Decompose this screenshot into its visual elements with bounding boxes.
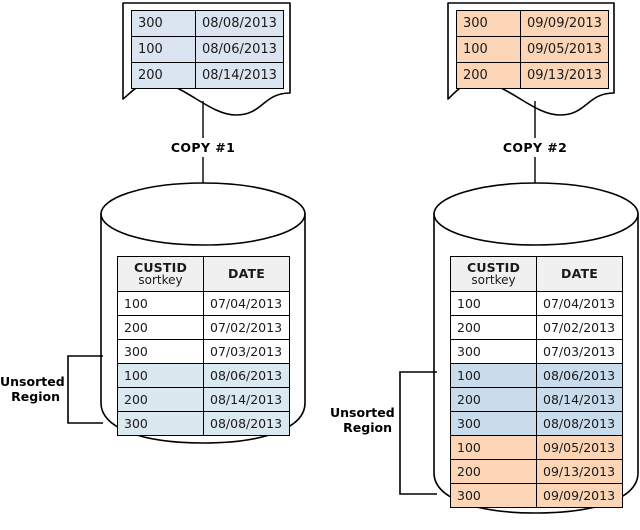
table-row: 100 09/05/2013 — [456, 36, 609, 63]
database-1-table: CUSTID sortkey DATE 100 07/04/2013 200 0… — [117, 256, 290, 436]
cell-custid: 100 — [117, 363, 204, 388]
cell-date: 07/03/2013 — [536, 339, 623, 364]
column-header-custid-main: CUSTID — [133, 260, 188, 276]
cell-date: 09/09/2013 — [520, 10, 609, 37]
cell-date: 07/03/2013 — [203, 339, 290, 364]
cell-custid: 100 — [117, 291, 204, 316]
copy2-label: COPY #2 — [502, 140, 568, 155]
table-row: 200 07/02/2013 — [117, 315, 290, 340]
cell-date: 09/13/2013 — [520, 62, 609, 89]
table-row: 100 07/04/2013 — [117, 291, 290, 316]
unsorted-region-label-2: Unsorted Region — [330, 405, 395, 435]
column-header-custid-main: CUSTID — [466, 260, 521, 276]
table-header-row: CUSTID sortkey DATE — [117, 256, 290, 292]
table-row: 300 08/08/2013 — [450, 411, 623, 436]
cell-custid: 100 — [450, 291, 537, 316]
copy1-label: COPY #1 — [170, 140, 236, 155]
copy1-table: 300 08/08/2013 100 08/06/2013 200 08/14/… — [131, 10, 284, 89]
column-header-date-main: DATE — [561, 266, 598, 282]
cell-date: 07/04/2013 — [203, 291, 290, 316]
unsorted-region-label-2-line1: Unsorted — [330, 405, 395, 420]
unsorted-region-label-1: Unsorted Region — [0, 374, 65, 404]
column-header-custid: CUSTID sortkey — [117, 256, 204, 292]
column-header-custid-sub: sortkey — [471, 273, 516, 288]
cell-date: 08/14/2013 — [536, 387, 623, 412]
cell-custid: 300 — [450, 339, 537, 364]
cell-date: 08/06/2013 — [195, 36, 284, 63]
cell-date: 08/06/2013 — [536, 363, 623, 388]
table-row: 200 08/14/2013 — [450, 387, 623, 412]
cell-custid: 200 — [450, 387, 537, 412]
cell-date: 07/02/2013 — [536, 315, 623, 340]
cell-custid: 300 — [131, 10, 196, 37]
cell-date: 09/13/2013 — [536, 459, 623, 484]
cell-date: 08/08/2013 — [536, 411, 623, 436]
table-row: 100 08/06/2013 — [117, 363, 290, 388]
cell-date: 09/09/2013 — [536, 483, 623, 508]
table-row: 100 09/05/2013 — [450, 435, 623, 460]
cell-custid: 100 — [456, 36, 521, 63]
cell-custid: 300 — [456, 10, 521, 37]
cell-custid: 200 — [450, 459, 537, 484]
cell-date: 09/05/2013 — [536, 435, 623, 460]
table-row: 300 07/03/2013 — [450, 339, 623, 364]
unsorted-region-label-1-line2: Region — [11, 389, 60, 404]
table-row: 300 07/03/2013 — [117, 339, 290, 364]
cell-custid: 200 — [450, 315, 537, 340]
copy2-table: 300 09/09/2013 100 09/05/2013 200 09/13/… — [456, 10, 609, 89]
cell-date: 08/06/2013 — [203, 363, 290, 388]
cell-custid: 300 — [450, 411, 537, 436]
cell-custid: 200 — [131, 62, 196, 89]
database-2-table: CUSTID sortkey DATE 100 07/04/2013 200 0… — [450, 256, 623, 508]
unsorted-region-bracket-1 — [67, 355, 103, 424]
cell-custid: 100 — [131, 36, 196, 63]
column-header-date: DATE — [203, 256, 290, 292]
cell-date: 07/02/2013 — [203, 315, 290, 340]
unsorted-region-bracket-2 — [399, 371, 437, 495]
database-cylinder-1-top — [100, 182, 306, 246]
cell-date: 08/14/2013 — [195, 62, 284, 89]
column-header-custid-sub: sortkey — [138, 273, 183, 288]
cell-date: 08/08/2013 — [203, 411, 290, 436]
cell-custid: 300 — [117, 339, 204, 364]
table-row: 300 09/09/2013 — [450, 483, 623, 508]
table-row: 200 08/14/2013 — [117, 387, 290, 412]
cell-date: 09/05/2013 — [520, 36, 609, 63]
cell-custid: 300 — [117, 411, 204, 436]
column-header-custid: CUSTID sortkey — [450, 256, 537, 292]
table-row: 100 07/04/2013 — [450, 291, 623, 316]
table-row: 300 08/08/2013 — [117, 411, 290, 436]
cell-date: 08/08/2013 — [195, 10, 284, 37]
cell-custid: 200 — [117, 315, 204, 340]
cell-custid: 200 — [117, 387, 204, 412]
table-row: 200 09/13/2013 — [450, 459, 623, 484]
cell-custid: 100 — [450, 435, 537, 460]
database-cylinder-2-top — [433, 182, 639, 246]
table-row: 300 09/09/2013 — [456, 10, 609, 37]
table-row: 300 08/08/2013 — [131, 10, 284, 37]
table-row: 100 08/06/2013 — [131, 36, 284, 63]
table-row: 100 08/06/2013 — [450, 363, 623, 388]
column-header-date: DATE — [536, 256, 623, 292]
cell-custid: 200 — [456, 62, 521, 89]
cell-date: 07/04/2013 — [536, 291, 623, 316]
unsorted-region-label-2-line2: Region — [343, 420, 392, 435]
table-row: 200 07/02/2013 — [450, 315, 623, 340]
table-row: 200 08/14/2013 — [131, 62, 284, 89]
cell-custid: 100 — [450, 363, 537, 388]
cell-custid: 300 — [450, 483, 537, 508]
column-header-date-main: DATE — [228, 266, 265, 282]
unsorted-region-label-1-line1: Unsorted — [0, 374, 65, 389]
table-header-row: CUSTID sortkey DATE — [450, 256, 623, 292]
cell-date: 08/14/2013 — [203, 387, 290, 412]
table-row: 200 09/13/2013 — [456, 62, 609, 89]
